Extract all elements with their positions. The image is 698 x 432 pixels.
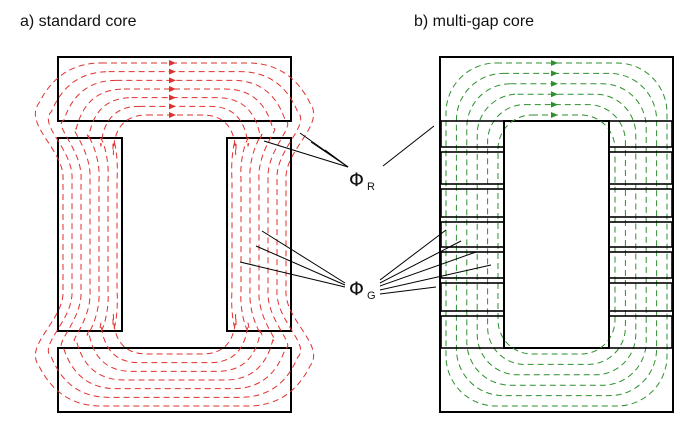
phi-r-leader xyxy=(324,149,349,168)
phi-g-leader xyxy=(255,245,346,286)
gap-segment xyxy=(608,151,673,185)
flux-line xyxy=(455,72,658,397)
right-leg xyxy=(226,137,292,332)
core-window xyxy=(503,120,610,349)
phi-r-symbol: Φ xyxy=(349,169,364,191)
phi-r-leaders xyxy=(263,125,435,168)
flux-arrow xyxy=(551,60,558,66)
standard-core xyxy=(57,56,292,413)
flux-line xyxy=(487,104,626,365)
gap-segment xyxy=(608,120,673,148)
flux-arrow xyxy=(169,112,176,118)
flux-arrow xyxy=(551,70,558,77)
flux-arrow xyxy=(169,103,176,110)
flux-line xyxy=(445,62,668,407)
phi-g-leader xyxy=(379,240,462,284)
flux-line xyxy=(34,62,315,407)
flux-arrow xyxy=(169,94,176,101)
gap-segment xyxy=(440,315,505,349)
phi-r-subscript: R xyxy=(367,181,375,193)
multigap-core-flux-lines xyxy=(445,60,668,407)
gap-segment xyxy=(440,282,505,312)
bottom-yoke xyxy=(57,347,292,413)
phi-g-leader xyxy=(379,286,437,295)
gap-segment xyxy=(440,120,505,148)
flux-line xyxy=(112,114,237,355)
flux-line xyxy=(47,71,302,398)
gap-segment xyxy=(608,188,673,218)
multigap-core xyxy=(439,56,674,413)
phi-g-leaders xyxy=(239,229,492,295)
phi-g-symbol: Φ xyxy=(349,278,364,300)
phi-r-label: Φ R xyxy=(349,169,375,193)
phi-g-leader xyxy=(379,251,477,287)
flux-arrow xyxy=(551,80,558,87)
flux-line xyxy=(99,105,250,364)
flux-line xyxy=(476,93,637,376)
gap-segment xyxy=(608,315,673,349)
standard-core-flux-lines xyxy=(34,60,315,407)
left-leg xyxy=(57,137,123,332)
gap-segment xyxy=(608,282,673,312)
flux-arrow xyxy=(169,60,176,66)
flux-arrow xyxy=(169,77,176,84)
phi-r-leader xyxy=(263,140,349,168)
flux-arrow xyxy=(169,86,176,92)
gap-segment xyxy=(440,221,505,248)
phi-g-label: Φ G xyxy=(349,278,376,302)
multigap-core-segments xyxy=(440,120,673,349)
flux-line xyxy=(466,83,647,386)
flux-arrow xyxy=(551,101,558,108)
gap-segment xyxy=(440,188,505,218)
flux-line xyxy=(497,114,616,355)
flux-line xyxy=(86,97,263,372)
phi-g-leader xyxy=(239,261,346,288)
gap-segment xyxy=(608,251,673,279)
phi-g-subscript: G xyxy=(367,290,376,302)
phi-r-leader xyxy=(382,125,435,167)
flux-line xyxy=(73,88,276,381)
phi-g-leader xyxy=(379,229,447,281)
gap-segment xyxy=(608,221,673,248)
gap-segment xyxy=(440,251,505,279)
phi-g-leader xyxy=(379,264,492,291)
flux-arrow xyxy=(551,112,558,118)
panel-b-title: b) multi-gap core xyxy=(414,13,534,30)
panel-a-title: a) standard core xyxy=(20,13,137,30)
flux-arrow xyxy=(551,91,558,98)
gap-segment xyxy=(440,151,505,185)
flux-arrow xyxy=(169,68,176,75)
phi-g-leader xyxy=(261,230,346,284)
